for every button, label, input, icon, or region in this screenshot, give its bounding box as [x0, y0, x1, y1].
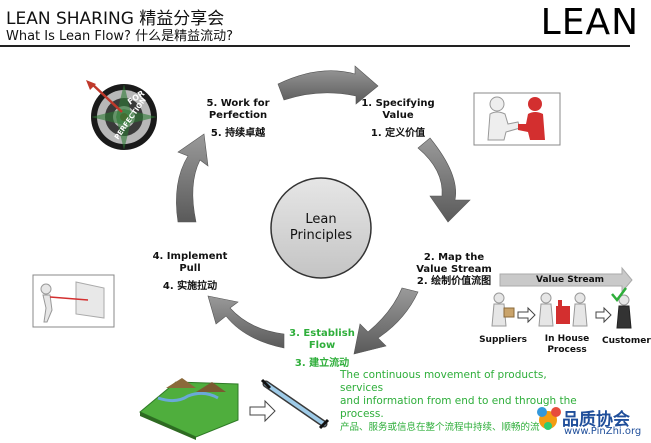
flow-description-en-line2: and information from end to end through … — [340, 395, 577, 407]
step-4-en-line1: 4. Implement — [152, 251, 228, 262]
value-stream-banner-label: Value Stream — [535, 275, 605, 285]
handshake-image — [473, 92, 561, 146]
arrow-bottom-right — [353, 287, 419, 355]
arrow-bottom-left — [207, 295, 285, 349]
step-1-en-line2: Value — [382, 110, 414, 121]
center-label-line1: Lean — [305, 212, 337, 227]
step-3-en-line1: 3. Establish — [289, 328, 355, 339]
step-5-zh: 5. 持续卓越 — [210, 128, 266, 139]
step-2-en-line1: 2. Map the — [423, 252, 485, 263]
step-3-zh: 3. 建立流动 — [294, 358, 350, 369]
flow-description-zh: 产品、服务或信息在整个流程中持续、顺畅的流动 — [340, 422, 540, 433]
step-5-label: 5. Work for Perfection 5. 持续卓越 — [188, 98, 288, 140]
step-3-en-line2: Flow — [308, 340, 336, 351]
step-5-en-line2: Perfection — [208, 110, 268, 121]
arrow-left — [176, 133, 209, 223]
step-5-en-line1: 5. Work for — [206, 98, 270, 109]
flow-arrow-icon — [249, 399, 276, 423]
watermark-url: www.PinZhi.org — [564, 426, 642, 437]
step-4-en-line2: Pull — [179, 263, 201, 274]
step-4-label: 4. Implement Pull 4. 实施拉动 — [140, 251, 240, 293]
value-stream-illustration — [491, 266, 633, 329]
pull-illustration-image — [32, 274, 115, 328]
terrain-map-image — [139, 378, 239, 440]
in-house-line2: Process — [547, 345, 587, 355]
header-divider — [0, 45, 630, 47]
center-label-line2: Principles — [289, 228, 353, 243]
step-2-label: 2. Map the Value Stream 2. 绘制价值流图 — [404, 252, 504, 288]
step-2-zh: 2. 绘制价值流图 — [416, 276, 492, 287]
watermark-name: 品质协会 — [562, 410, 630, 430]
customer-label: Customer — [602, 336, 651, 346]
step-1-label: 1. Specifying Value 1. 定义价值 — [348, 98, 448, 140]
step-1-en-line1: 1. Specifying — [361, 98, 435, 109]
flow-description-en-line3: process. — [340, 408, 384, 420]
lean-logo: LEAN — [540, 2, 639, 43]
center-label: Lean Principles — [281, 212, 361, 244]
arrow-right — [417, 137, 471, 223]
arrow-top — [277, 65, 379, 105]
flow-description-en-line1: The continuous movement of products, ser… — [340, 369, 547, 394]
step-3-label: 3. Establish Flow 3. 建立流动 — [272, 328, 372, 370]
in-house-line1: In House — [544, 334, 590, 344]
pipe-flow-image — [260, 378, 330, 430]
suppliers-label: Suppliers — [479, 335, 527, 345]
flow-description: The continuous movement of products, ser… — [340, 369, 590, 434]
lean-principles-circle — [270, 177, 372, 279]
page-subtitle: What Is Lean Flow? 什么是精益流动? — [6, 29, 233, 44]
page-title: LEAN SHARING 精益分享会 — [6, 9, 225, 29]
step-2-en-line2: Value Stream — [416, 264, 492, 275]
step-1-zh: 1. 定义价值 — [370, 128, 426, 139]
step-4-zh: 4. 实施拉动 — [162, 281, 218, 292]
watermark-logo-icon — [537, 407, 561, 430]
dartboard-image: FOR PERFECTION — [86, 80, 157, 150]
in-house-process-label: In House Process — [538, 334, 596, 356]
